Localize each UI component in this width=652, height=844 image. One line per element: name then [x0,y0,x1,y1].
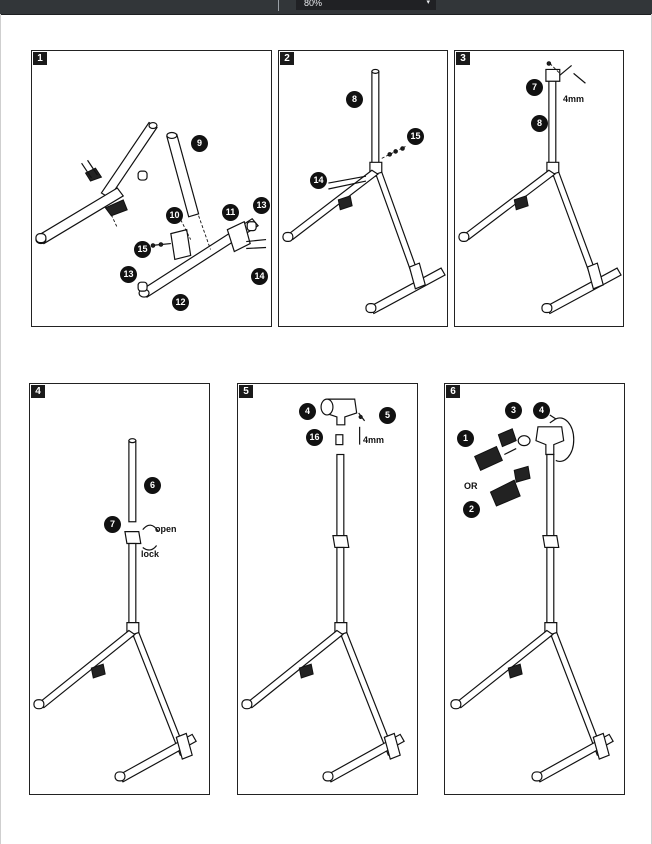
callout-15: 15 [407,128,424,145]
step-6-illustration [450,414,614,783]
hex-key-size: 4mm [363,435,385,445]
toolbar-separator [278,0,279,11]
step-number: 5 [239,385,253,398]
step-2-illustration [282,68,446,315]
callout-15: 15 [134,241,151,258]
callout-7: 7 [104,516,121,533]
step-3-panel: 3 7 8 4mm [454,50,624,327]
callout-6: 6 [144,477,161,494]
callout-10: 10 [166,207,183,224]
step-5-illustration [241,398,405,783]
page-edge-left [0,14,1,844]
zoom-value: 80% [304,0,323,8]
callout-12: 12 [172,294,189,311]
callout-13b: 13 [120,266,137,283]
callout-9: 9 [191,135,208,152]
step-1-panel: 1 9 10 11 1 [31,50,272,327]
callout-2: 2 [463,501,480,518]
zoom-select[interactable]: 80% ▾ [296,0,436,10]
callout-8: 8 [531,115,548,132]
step-2-panel: 2 8 15 14 [278,50,448,327]
step-number: 3 [456,52,470,65]
callout-11: 11 [222,204,239,221]
callout-4: 4 [299,403,316,420]
callout-1: 1 [457,430,474,447]
lock-label: lock [141,549,160,559]
viewer-toolbar: 80% ▾ [0,0,652,15]
callout-3: 3 [505,402,522,419]
callout-5: 5 [379,407,396,424]
callout-4: 4 [533,402,550,419]
callout-16: 16 [306,429,323,446]
callout-7: 7 [526,79,543,96]
step-number: 1 [33,52,47,65]
hex-key-size: 4mm [563,94,585,104]
step-number: 6 [446,385,460,398]
step-4-panel: 4 6 7 open lock [29,383,210,795]
step-3-illustration [458,61,622,315]
callout-8: 8 [346,91,363,108]
chevron-down-icon[interactable]: ▾ [426,0,430,6]
callout-13a: 13 [253,197,270,214]
step-5-panel: 5 4 5 16 4mm [237,383,418,795]
step-6-panel: 6 3 4 1 OR 2 [444,383,625,795]
step-number: 4 [31,385,45,398]
step-4-illustration [33,438,197,783]
or-label: OR [464,481,478,491]
callout-14: 14 [310,172,327,189]
step-number: 2 [280,52,294,65]
open-label: open [155,524,177,534]
callout-14: 14 [251,268,268,285]
step-1-illustration [35,121,267,298]
